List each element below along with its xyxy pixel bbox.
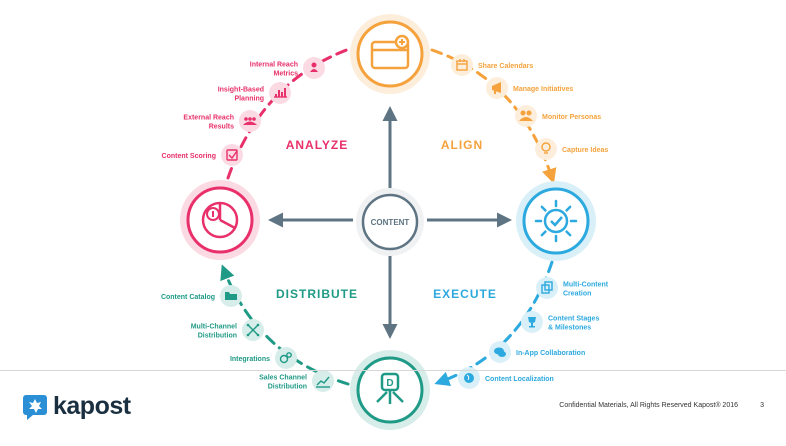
execute-item-label: In-App Collaboration bbox=[516, 350, 585, 357]
align-item-3: Capture Ideas bbox=[535, 138, 608, 160]
section-analyze: ANALYZE bbox=[286, 138, 349, 152]
execute-item-3: Content Localization bbox=[458, 367, 554, 389]
bar-chart-icon bbox=[269, 82, 291, 104]
calendar-icon bbox=[451, 54, 473, 76]
svg-text:D: D bbox=[386, 378, 393, 389]
personas-icon bbox=[515, 105, 537, 127]
distribute-item-0: Content Catalog bbox=[161, 285, 242, 307]
execute-item-label: Content Localization bbox=[485, 376, 554, 383]
megaphone-icon bbox=[486, 77, 508, 99]
execute-item-2: In-App Collaboration bbox=[489, 341, 585, 363]
checkbox-icon bbox=[221, 144, 243, 166]
brand-name: kapost bbox=[53, 392, 131, 420]
brand-logo: kapost bbox=[22, 392, 131, 421]
align-item-label: Monitor Personas bbox=[542, 114, 601, 121]
distribute-item-label: Integrations bbox=[230, 356, 270, 363]
confidential-notice: Confidential Materials, All Rights Reser… bbox=[559, 402, 738, 409]
align-hub-window-icon bbox=[350, 14, 430, 94]
section-execute: EXECUTE bbox=[433, 287, 497, 301]
trend-icon bbox=[312, 370, 334, 392]
page-number: 3 bbox=[760, 402, 764, 409]
distribute-item-2: Integrations bbox=[230, 347, 297, 369]
align-item-2: Monitor Personas bbox=[515, 105, 601, 127]
execute-item-label: Content Stages& Milestones bbox=[548, 316, 599, 332]
analyze-item-3: Content Scoring bbox=[162, 144, 243, 166]
gears-icon bbox=[275, 347, 297, 369]
group-icon bbox=[239, 110, 261, 132]
execute-item-1: Content Stages& Milestones bbox=[521, 311, 599, 333]
align-item-1: Manage Initiatives bbox=[486, 77, 573, 99]
folder-icon bbox=[220, 285, 242, 307]
trophy-icon bbox=[521, 311, 543, 333]
kapost-logo-icon bbox=[23, 394, 47, 420]
expand-icon bbox=[242, 319, 264, 341]
copy-icon bbox=[536, 277, 558, 299]
chat-icon bbox=[489, 341, 511, 363]
user-icon bbox=[303, 57, 325, 79]
footer-divider bbox=[0, 370, 786, 371]
align-item-label: Manage Initiatives bbox=[513, 86, 573, 93]
align-item-label: Capture Ideas bbox=[562, 147, 608, 154]
globe-icon bbox=[458, 367, 480, 389]
lightbulb-icon bbox=[535, 138, 557, 160]
section-distribute: DISTRIBUTE bbox=[276, 287, 358, 301]
section-align: ALIGN bbox=[441, 138, 483, 152]
analyze-item-label: Content Scoring bbox=[162, 153, 216, 160]
analyze-hub-pie-icon bbox=[180, 180, 260, 260]
content-hub bbox=[361, 193, 419, 251]
content-label: CONTENT bbox=[371, 218, 410, 227]
distribute-item-label: Content Catalog bbox=[161, 294, 215, 301]
distribute-hub-distribute-icon: D bbox=[350, 350, 430, 430]
execute-hub-sun-icon bbox=[516, 181, 596, 261]
align-item-0: Share Calendars bbox=[451, 54, 533, 76]
align-item-label: Share Calendars bbox=[478, 63, 533, 70]
